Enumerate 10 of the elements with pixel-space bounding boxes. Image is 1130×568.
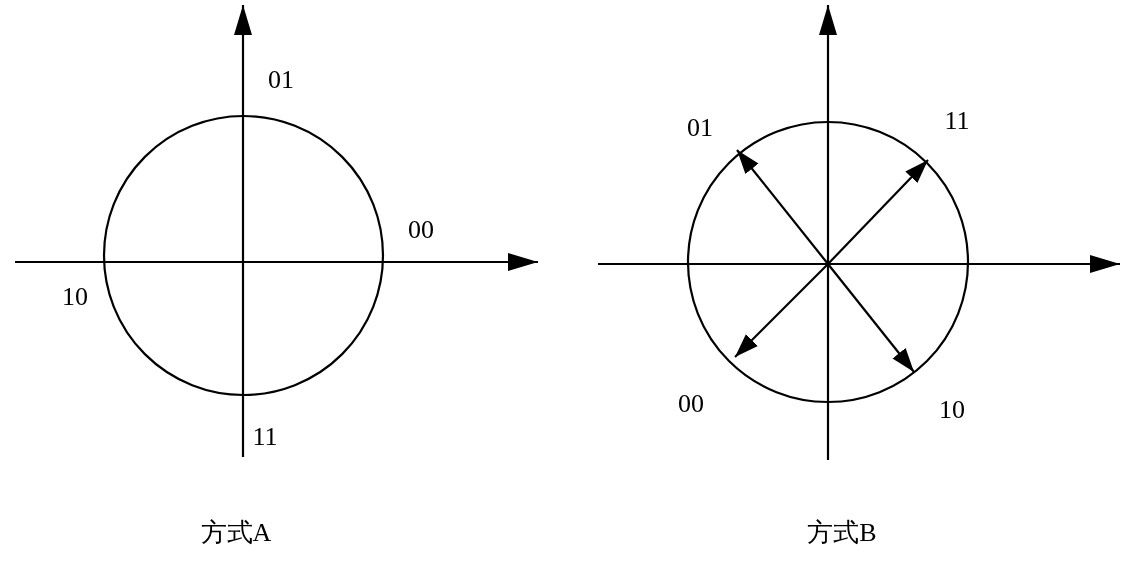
symbol-label: 10	[939, 397, 965, 423]
symbol-label: 11	[944, 108, 970, 134]
caption: 方式B	[807, 520, 877, 546]
caption: 方式A	[200, 520, 272, 546]
symbol-label: 00	[678, 391, 704, 417]
symbol-label: 01	[687, 115, 713, 141]
symbol-label: 11	[252, 424, 278, 450]
symbol-label: 00	[408, 217, 434, 243]
symbol-label: 10	[62, 284, 88, 310]
symbol-label: 01	[268, 67, 294, 93]
